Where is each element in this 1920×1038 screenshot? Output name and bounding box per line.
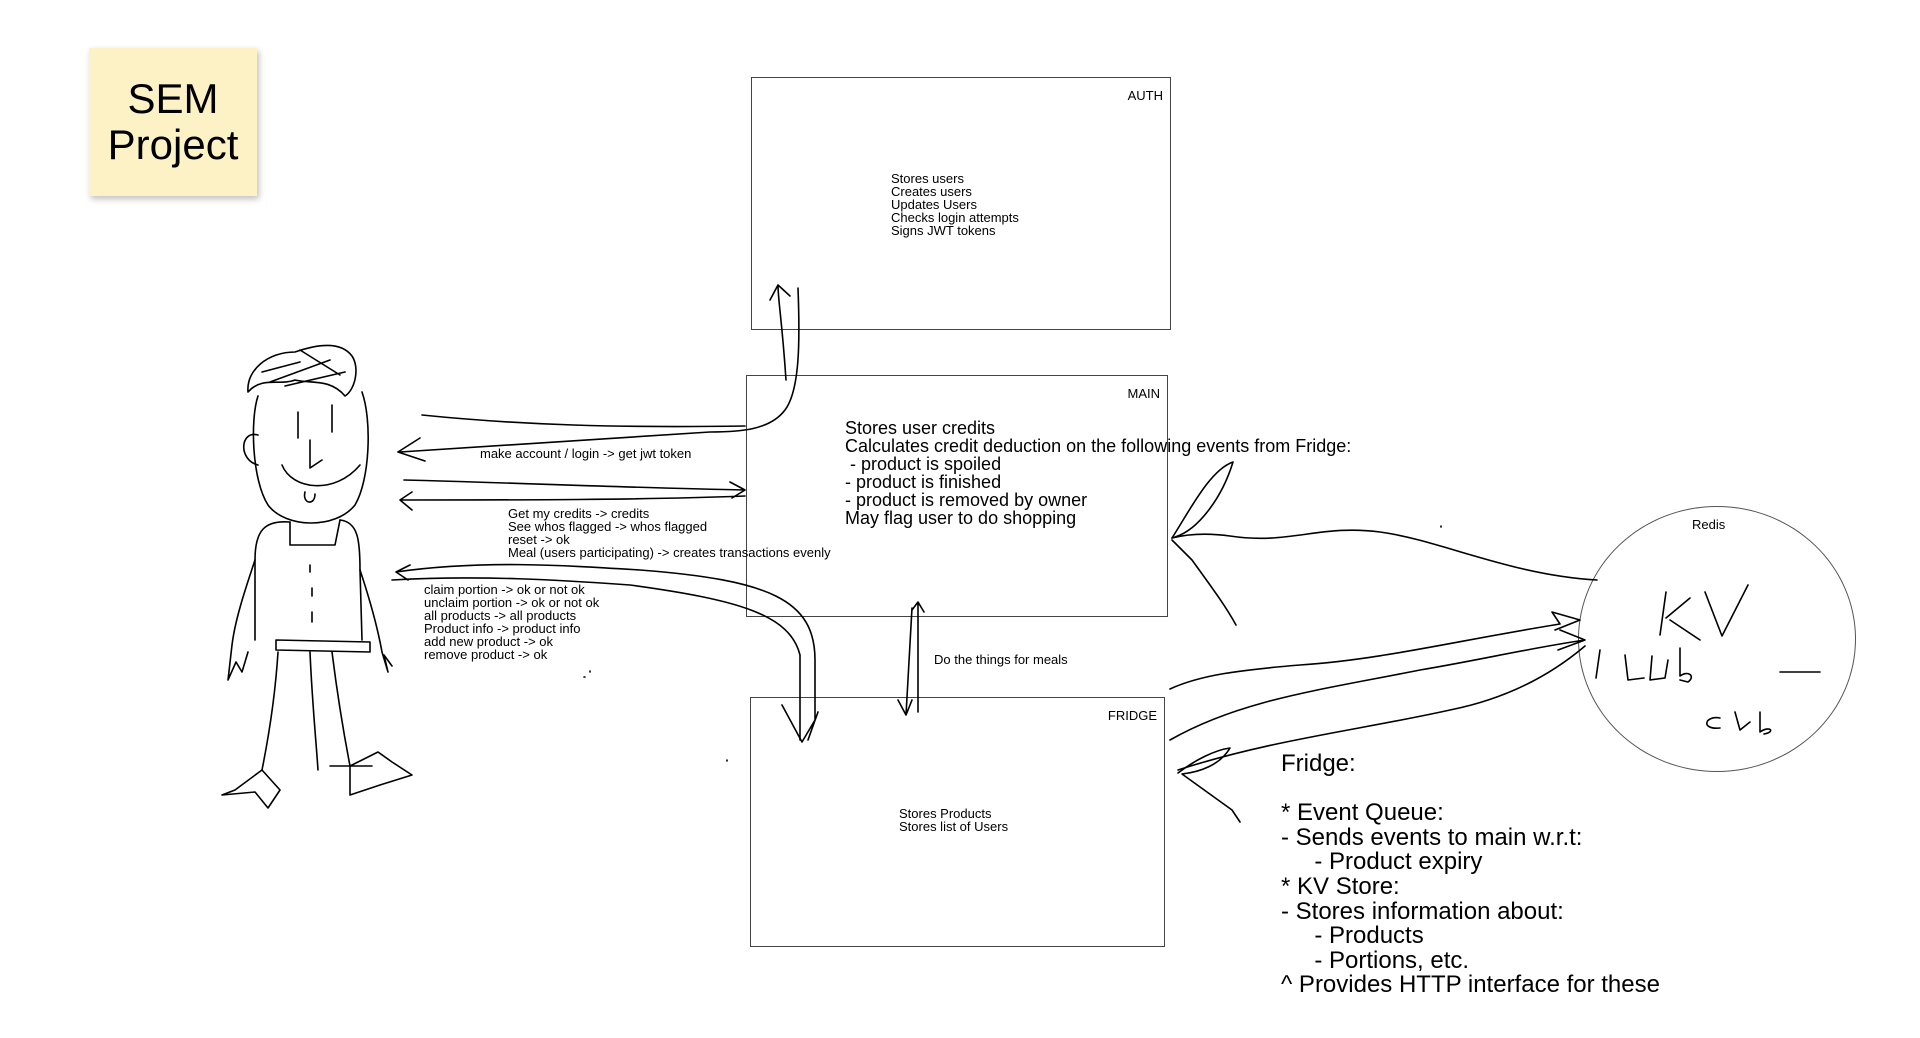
main-responsibilities: Stores user credits Calculates credit de… [845, 419, 1351, 527]
fridge-redis-arrow [1169, 611, 1581, 690]
notes-line: * KV Store: [1281, 872, 1400, 900]
fridge-call-line: Product info -> product info [424, 621, 581, 636]
main-call-line: See whos flagged -> whos flagged [508, 519, 708, 534]
auth-line: Signs JWT tokens [891, 223, 996, 238]
auth-line: Stores users [891, 171, 964, 186]
main-call-line: Meal (users participating) -> creates tr… [508, 545, 831, 560]
fridge-redis-arrow-2 [1169, 629, 1586, 741]
main-line: - product is finished [845, 472, 1002, 492]
fridge-service-title: FRIDGE [1107, 708, 1157, 723]
main-calls-arrow [403, 479, 746, 499]
redis-main-arrow [1171, 529, 1598, 581]
fridge-call-line: remove product -> ok [424, 647, 548, 662]
auth-responsibilities: Stores users Creates users Updates Users… [891, 172, 1019, 237]
notes-line: - Portions, etc. [1281, 946, 1470, 974]
user-buttons [309, 564, 313, 623]
main-line: Calculates credit deduction on the follo… [845, 436, 1352, 456]
auth-line: Checks login attempts [891, 210, 1019, 225]
auth-service-box[interactable]: AUTH Stores users Creates users Updates … [751, 77, 1171, 330]
main-calls-return-arrow [399, 491, 746, 511]
main-line: Stores user credits [845, 418, 996, 438]
notes-line: - Sends events to main w.r.t: [1281, 823, 1583, 851]
user-mouth [281, 464, 361, 487]
notes-line: ^ Provides HTTP interface for these [1281, 971, 1660, 999]
fridge-responsibilities: Stores Products Stores list of Users [899, 807, 1008, 833]
main-fridge-return-arrow [911, 601, 925, 713]
notes-line: - Stores information about: [1281, 897, 1564, 925]
user-torso [254, 519, 363, 641]
user-legs [261, 651, 351, 771]
fridge-notes: Fridge: * Event Queue: - Sends events to… [1281, 750, 1660, 999]
fridge-line: Stores list of Users [899, 819, 1009, 834]
user-collar [289, 519, 341, 546]
notes-arrow [1177, 747, 1241, 823]
meals-arrow-label: Do the things for meals [934, 652, 1068, 667]
main-line: - product is spoiled [845, 454, 1002, 474]
fridge-calls-label: claim portion -> ok or not ok unclaim po… [424, 583, 599, 661]
auth-link-arrowhead [769, 284, 791, 381]
user-nose [309, 439, 323, 469]
main-call-line: reset -> ok [508, 532, 570, 547]
user-hair-strands [261, 349, 346, 387]
redis-title: Redis [1692, 517, 1726, 532]
fridge-service-box[interactable]: FRIDGE Stores Products Stores list of Us… [750, 697, 1165, 947]
user-eyes [297, 404, 333, 439]
user-head [252, 391, 369, 524]
fridge-call-line: unclaim portion -> ok or not ok [424, 595, 600, 610]
redis-scribble [1595, 584, 1821, 735]
fridge-line: Stores Products [899, 806, 992, 821]
login-arrow [421, 414, 746, 428]
fridge-redis-arrow-3 [1177, 645, 1586, 771]
main-service-title: MAIN [1127, 386, 1161, 401]
sticky-note-text: SEM Project [107, 75, 239, 168]
user-feet [221, 751, 413, 809]
main-line: - product is removed by owner [845, 490, 1088, 510]
redis-main-arrowhead [1171, 461, 1237, 626]
login-arrow-label: make account / login -> get jwt token [480, 446, 692, 461]
user-arms [227, 559, 393, 681]
redis-circle[interactable] [1578, 506, 1856, 772]
notes-line: - Product expiry [1281, 848, 1483, 876]
user-tongue [303, 491, 316, 503]
fridge-call-line: add new product -> ok [424, 634, 553, 649]
project-sticky-note[interactable]: SEM Project [89, 48, 257, 196]
main-call-line: Get my credits -> credits [508, 506, 650, 521]
user-belt [275, 639, 371, 653]
auth-link-arrow [397, 287, 800, 462]
notes-line: - Products [1281, 922, 1424, 950]
main-fridge-arrow [897, 607, 913, 716]
fridge-calls-arrow [395, 563, 819, 743]
notes-line: Fridge: [1281, 750, 1356, 777]
auth-line: Creates users [891, 184, 972, 199]
main-line: May flag user to do shopping [845, 508, 1077, 528]
fridge-calls-return-arrow [391, 577, 801, 741]
notes-line: * Event Queue: [1281, 799, 1444, 827]
user-stick-figure[interactable] [221, 344, 413, 809]
fridge-call-line: all products -> all products [424, 608, 577, 623]
fridge-call-line: claim portion -> ok or not ok [424, 582, 585, 597]
main-service-box[interactable]: MAIN [746, 375, 1168, 617]
auth-service-title: AUTH [1127, 88, 1163, 103]
stray-marks [583, 525, 1442, 762]
main-calls-label: Get my credits -> credits See whos flagg… [508, 507, 831, 559]
user-hair [247, 344, 357, 397]
auth-line: Updates Users [891, 197, 977, 212]
user-ear [243, 433, 259, 466]
